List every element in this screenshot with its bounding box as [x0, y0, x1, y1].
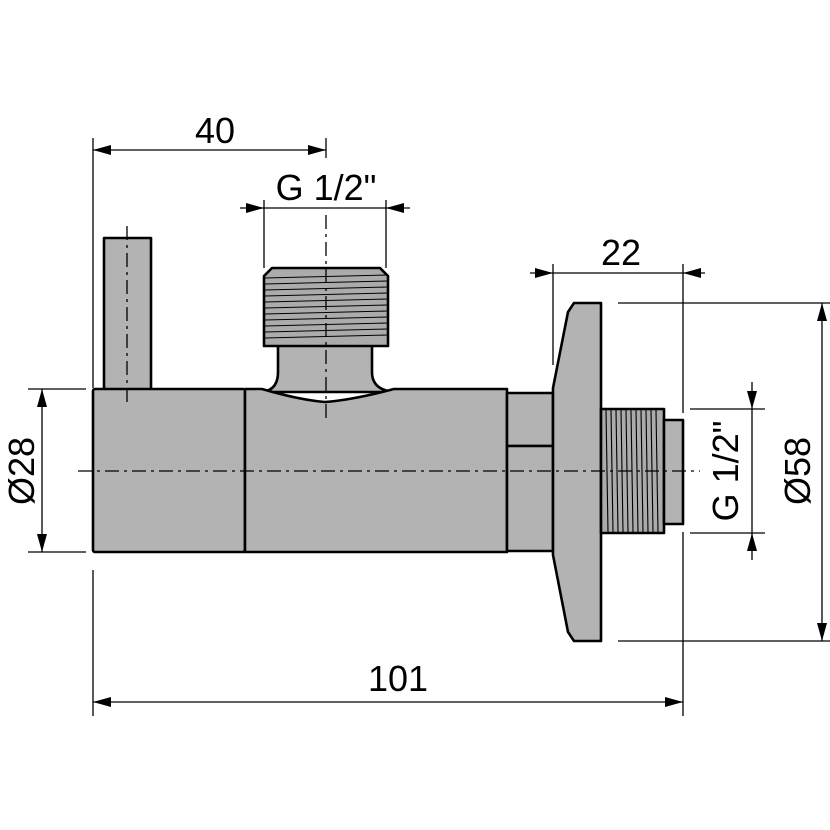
- wall-rosette: [551, 301, 603, 643]
- thread-groove: [264, 316, 388, 321]
- hex-nut-upper: [505, 391, 555, 448]
- dim-label-40: 40: [195, 110, 235, 151]
- thread-groove: [615, 409, 619, 533]
- thread-groove: [605, 409, 609, 533]
- valve-assembly: [91, 236, 685, 643]
- center-lines: [78, 215, 700, 472]
- thread-groove: [264, 310, 388, 315]
- dim-label-101: 101: [368, 658, 428, 699]
- inlet-thread-end: [662, 418, 685, 526]
- dim-label-rosette-diameter: Ø58: [777, 437, 818, 505]
- outlet-neck: [260, 343, 396, 394]
- inlet-thread: [599, 407, 685, 535]
- dimension-lines: [37, 145, 827, 707]
- extension-lines: [28, 138, 830, 716]
- dim-label-inlet-thread: G 1/2": [705, 421, 746, 522]
- thread-groove: [264, 292, 388, 297]
- hex-nut-lower: [505, 444, 555, 553]
- dimension-labels: 40 G 1/2" 22 101 Ø28 G 1/2" Ø58: [1, 110, 818, 699]
- thread-groove: [640, 409, 644, 533]
- dim-label-22: 22: [601, 232, 641, 273]
- dim-label-body-diameter: Ø28: [1, 437, 42, 505]
- dim-label-outlet-thread: G 1/2": [276, 167, 377, 208]
